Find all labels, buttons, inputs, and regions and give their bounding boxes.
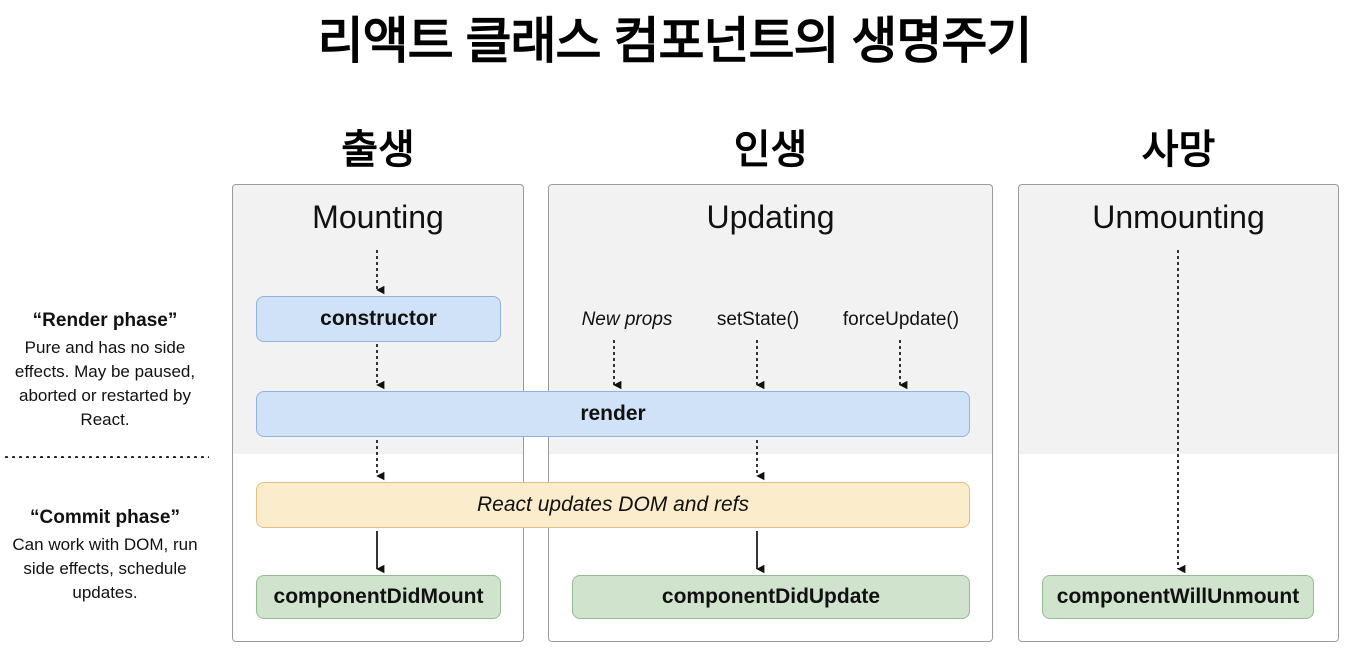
panel-unmounting-title: Unmounting	[1092, 199, 1265, 235]
trigger-set-state: setState()	[716, 309, 800, 330]
box-component-did-mount[interactable]: componentDidMount	[256, 575, 501, 619]
box-react-updates-dom-refs[interactable]: React updates DOM and refs	[256, 482, 970, 528]
box-component-will-unmount[interactable]: componentWillUnmount	[1042, 575, 1314, 619]
note-commit-phase-title: “Commit phase”	[30, 507, 180, 528]
note-render-phase-title: “Render phase”	[32, 310, 178, 331]
trigger-new-props: New props	[581, 309, 673, 330]
box-constructor[interactable]: constructor	[256, 296, 501, 342]
panel-mounting-title: Mounting	[312, 199, 444, 235]
stage-label-life: 인생	[733, 128, 808, 172]
box-component-did-update[interactable]: componentDidUpdate	[572, 575, 970, 619]
note-render-phase: “Render phase” Pure and has no side effe…	[0, 308, 210, 432]
page-title: 리액트 클래스 컴포넌트의 생명주기	[317, 13, 1033, 69]
panel-unmounting: Unmounting	[1018, 184, 1339, 642]
phase-divider-dotted	[3, 454, 209, 458]
note-commit-phase-body: Can work with DOM, run side effects, sch…	[12, 535, 198, 602]
note-commit-phase: “Commit phase” Can work with DOM, run si…	[0, 505, 210, 605]
panel-updating-title: Updating	[706, 199, 835, 235]
panel-unmounting-render-phase: Unmounting	[1018, 184, 1339, 456]
stage-label-birth: 출생	[341, 128, 415, 172]
trigger-force-update: forceUpdate()	[842, 309, 960, 330]
note-render-phase-body: Pure and has no side effects. May be pau…	[14, 338, 196, 429]
box-render[interactable]: render	[256, 391, 970, 437]
stage-label-death: 사망	[1141, 128, 1216, 172]
